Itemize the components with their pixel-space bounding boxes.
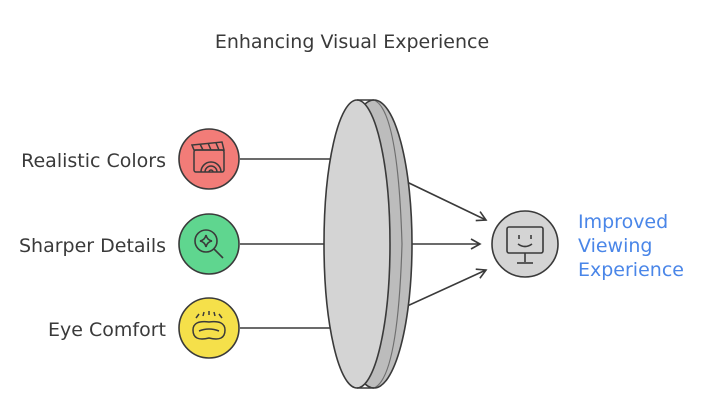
diagram-title: Enhancing Visual Experience — [214, 31, 490, 53]
sleep-mask-icon — [178, 297, 240, 359]
smiling-monitor-icon — [491, 210, 559, 278]
magnifier-sparkle-icon — [178, 213, 240, 275]
input-label-eye-comfort: Eye Comfort — [48, 319, 166, 341]
lens-icon — [323, 99, 413, 389]
output-label-line-1: Improved — [578, 211, 669, 233]
clapperboard-rainbow-icon — [178, 128, 240, 190]
output-label-line-3: Experience — [578, 259, 684, 281]
input-label-sharper-details: Sharper Details — [18, 235, 166, 257]
output-label-line-2: Viewing — [578, 235, 653, 257]
input-label-realistic-colors: Realistic Colors — [21, 150, 166, 172]
output-label: Improved Viewing Experience — [578, 210, 684, 282]
